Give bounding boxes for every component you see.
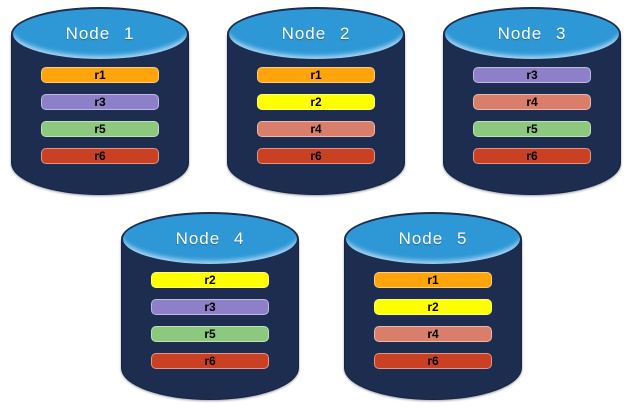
replica-bar-r2: r2 xyxy=(151,272,269,288)
replica-bar-r5: r5 xyxy=(473,121,591,137)
node-title: Node 5 xyxy=(398,229,468,248)
replica-list: r1 r3 r5 r6 xyxy=(41,67,159,164)
cylinder-top: Node 1 xyxy=(11,7,189,61)
cylinder-top: Node 2 xyxy=(227,7,405,61)
replica-bar-r5: r5 xyxy=(41,121,159,137)
replica-bar-r1: r1 xyxy=(374,272,492,288)
replica-bar-r6: r6 xyxy=(151,353,269,369)
replica-list: r1 r2 r4 r6 xyxy=(257,67,375,164)
replica-bar-r6: r6 xyxy=(374,353,492,369)
db-node-5: Node 5 r1 r2 r4 r6 xyxy=(344,212,522,400)
replica-bar-r3: r3 xyxy=(151,299,269,315)
replica-bar-r4: r4 xyxy=(374,326,492,342)
replica-bar-r4: r4 xyxy=(473,94,591,110)
replica-bar-r6: r6 xyxy=(473,148,591,164)
replica-bar-r4: r4 xyxy=(257,121,375,137)
db-node-4: Node 4 r2 r3 r5 r6 xyxy=(121,212,299,400)
replica-bar-r1: r1 xyxy=(257,67,375,83)
cylinder-top: Node 3 xyxy=(443,7,621,61)
node-title: Node 3 xyxy=(497,24,567,43)
replica-bar-r3: r3 xyxy=(473,67,591,83)
cylinder-top: Node 5 xyxy=(344,212,522,266)
db-node-2: Node 2 r1 r2 r4 r6 xyxy=(227,7,405,195)
replica-list: r2 r3 r5 r6 xyxy=(151,272,269,369)
replica-bar-r5: r5 xyxy=(151,326,269,342)
replica-list: r1 r2 r4 r6 xyxy=(374,272,492,369)
replica-bar-r2: r2 xyxy=(257,94,375,110)
replica-bar-r6: r6 xyxy=(257,148,375,164)
node-title: Node 4 xyxy=(175,229,245,248)
replica-bar-r2: r2 xyxy=(374,299,492,315)
replica-bar-r1: r1 xyxy=(41,67,159,83)
cylinder-top: Node 4 xyxy=(121,212,299,266)
node-title: Node 1 xyxy=(65,24,135,43)
db-node-1: Node 1 r1 r3 r5 r6 xyxy=(11,7,189,195)
db-node-3: Node 3 r3 r4 r5 r6 xyxy=(443,7,621,195)
replica-list: r3 r4 r5 r6 xyxy=(473,67,591,164)
node-title: Node 2 xyxy=(281,24,351,43)
replica-bar-r3: r3 xyxy=(41,94,159,110)
replica-bar-r6: r6 xyxy=(41,148,159,164)
